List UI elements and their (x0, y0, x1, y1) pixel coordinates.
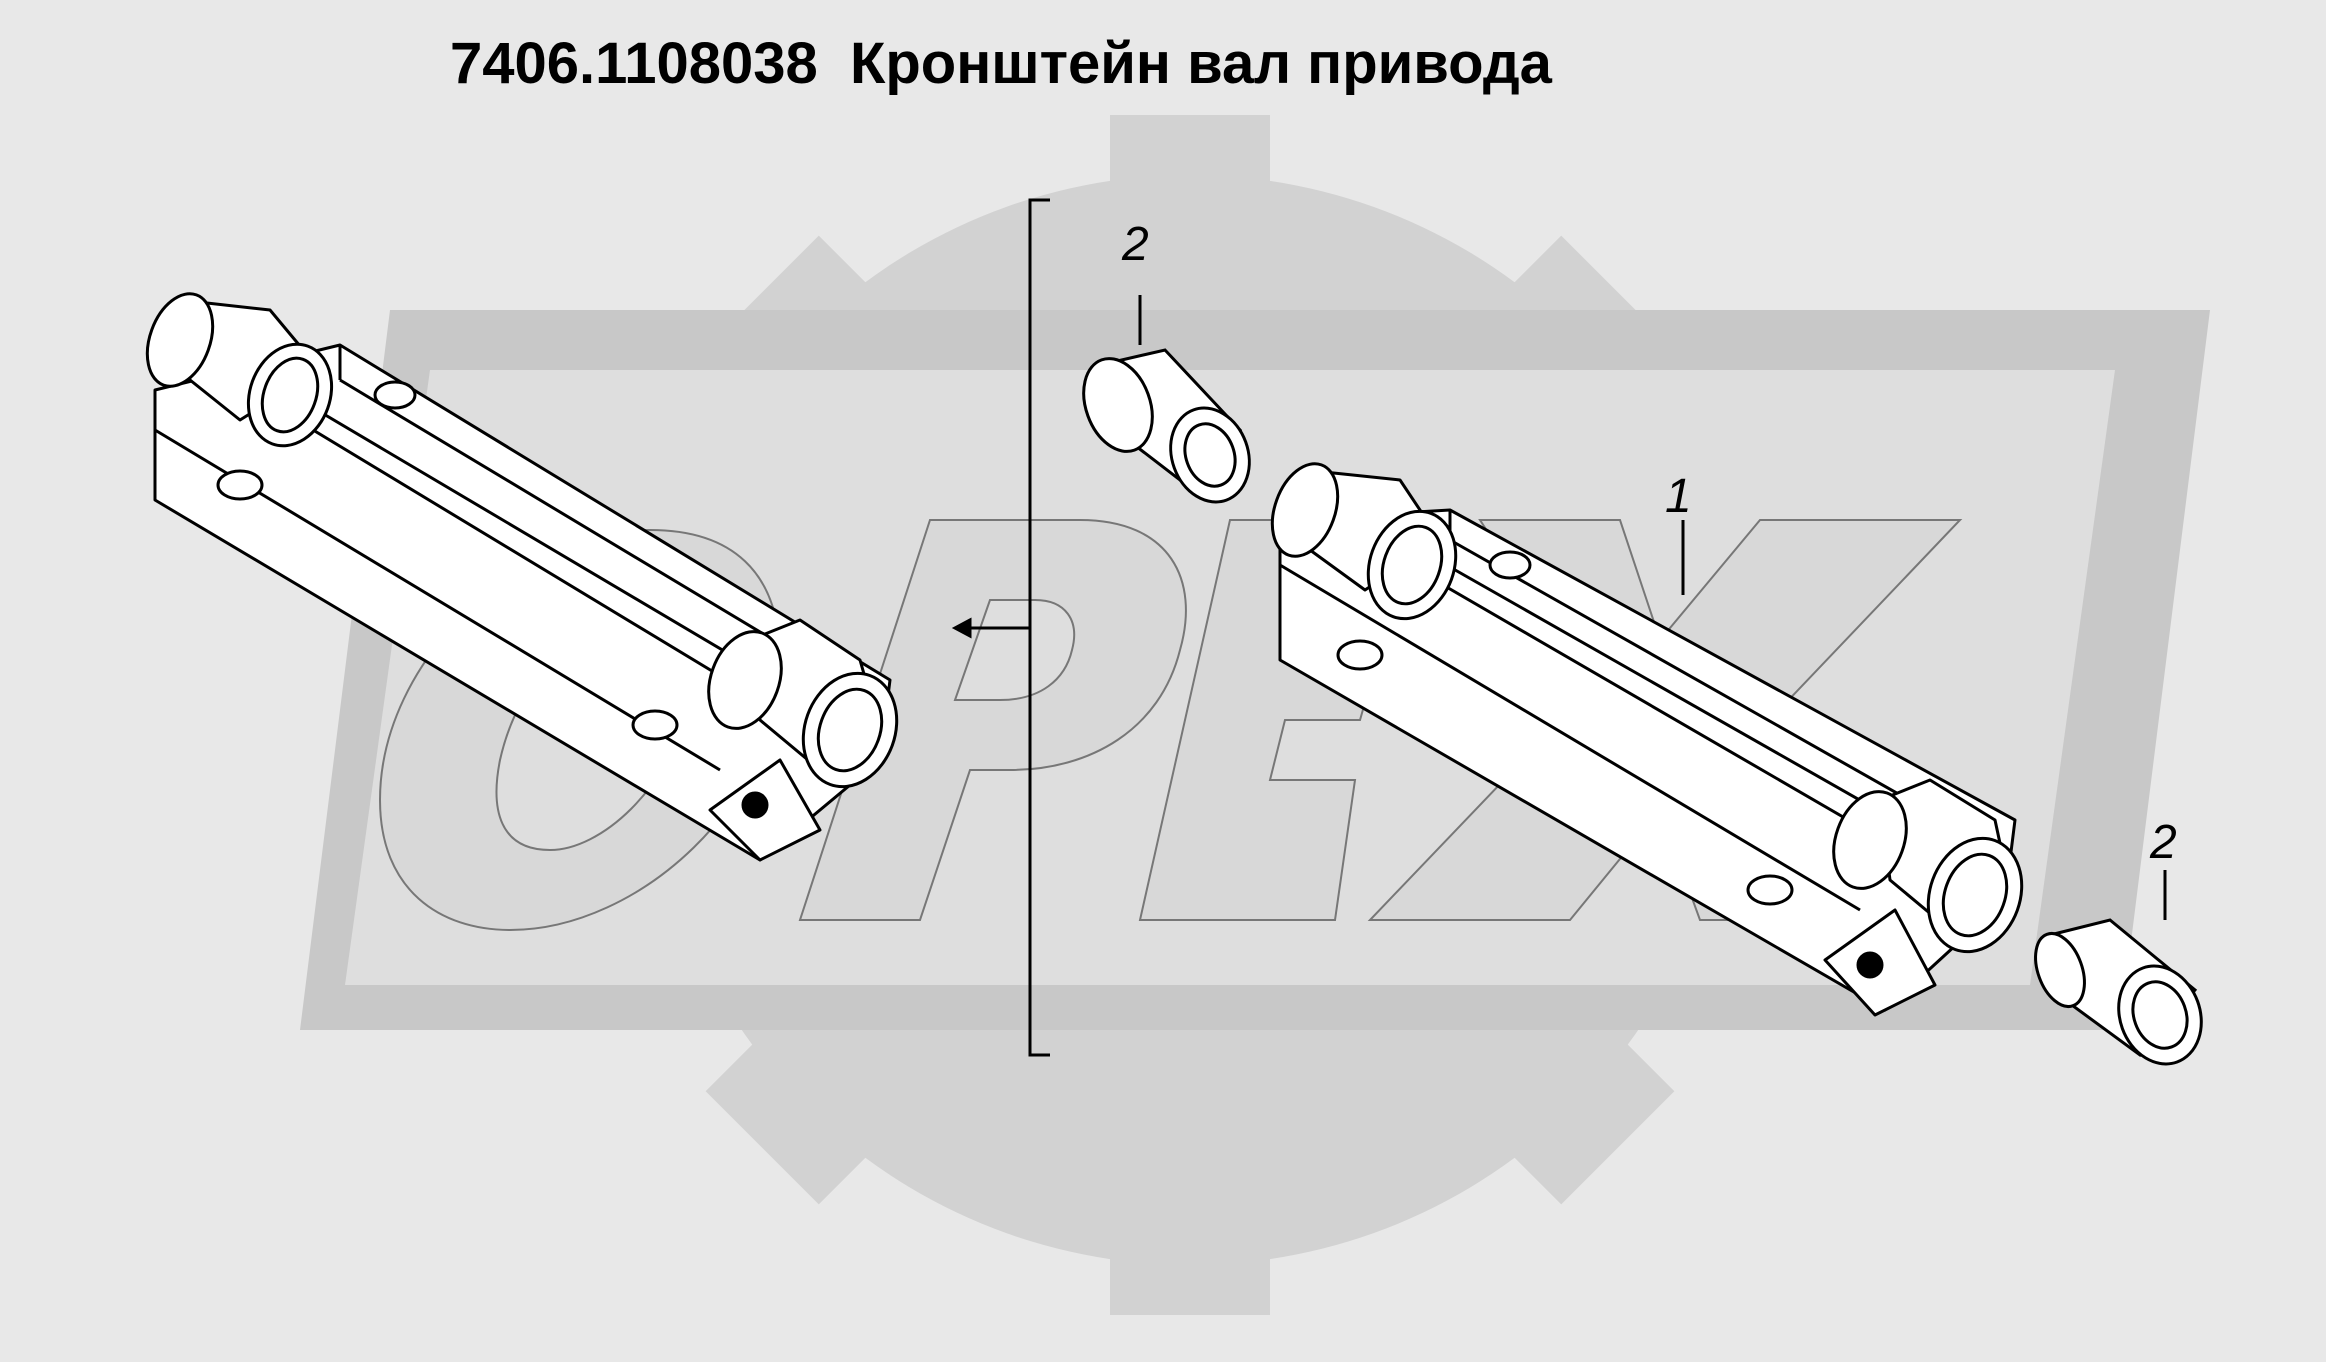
callout-bracket: 1 (1665, 470, 1692, 523)
bushing-right (2034, 870, 2203, 1066)
callout-bushing-right: 2 (2149, 816, 2177, 869)
page-title: 7406.1108038 Кронштейн вал привода (450, 31, 1552, 96)
bushing-top (1082, 295, 1251, 504)
mounting-hole (216, 469, 264, 501)
bracket-assembly-left (145, 292, 899, 862)
boss-left-end (145, 292, 215, 388)
mounting-hole (373, 380, 417, 410)
group-separator (951, 198, 1050, 1057)
bracket-assembly-right (1270, 462, 2024, 1017)
callout-bushing-top: 2 (1121, 218, 1149, 271)
mounting-hole (631, 709, 679, 741)
